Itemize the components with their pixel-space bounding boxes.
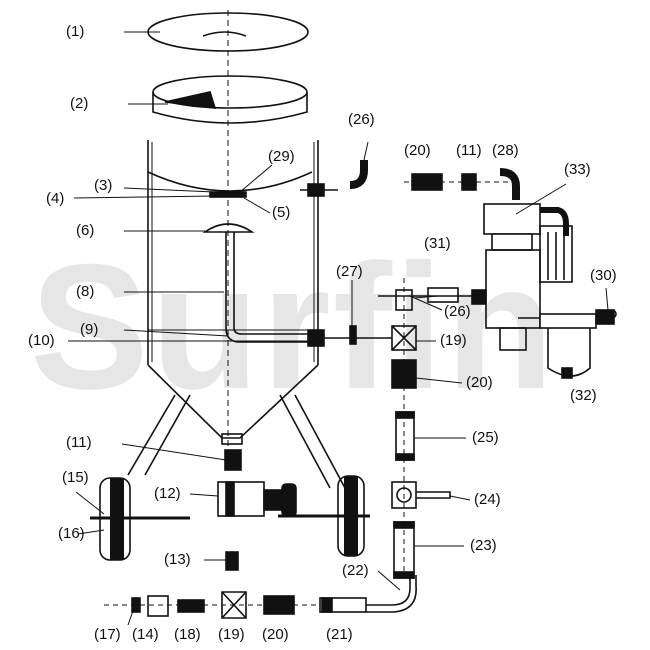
nipple-13 (225, 551, 239, 571)
label-part-26-mid: (26) (444, 303, 471, 320)
label-part-11-top: (11) (456, 142, 482, 159)
hose-assembly (378, 278, 472, 579)
bottom-fittings (104, 575, 417, 619)
label-part-5: (5) (272, 204, 291, 221)
label-part-20-bottom: (20) (262, 626, 289, 643)
label-part-9: (9) (80, 321, 99, 338)
wheel-left (90, 477, 190, 561)
label-part-8: (8) (76, 283, 95, 300)
bulkhead-fitting (307, 329, 325, 347)
label-part-32: (32) (570, 387, 597, 404)
label-part-19-bottom: (19) (218, 626, 245, 643)
label-part-28: (28) (492, 142, 519, 159)
label-part-21: (21) (326, 626, 353, 643)
label-part-11-lower: (11) (66, 434, 92, 451)
leader-lines (68, 31, 609, 626)
label-part-25: (25) (472, 429, 499, 446)
label-part-22: (22) (342, 562, 369, 579)
label-part-6: (6) (76, 222, 95, 239)
label-part-10: (10) (28, 332, 55, 349)
label-part-20-top: (20) (404, 142, 431, 159)
label-part-12: (12) (154, 485, 181, 502)
label-part-2: (2) (70, 95, 89, 112)
label-part-3: (3) (94, 177, 113, 194)
fitting-27 (349, 325, 357, 345)
label-part-30: (30) (590, 267, 617, 284)
label-part-15: (15) (62, 469, 89, 486)
label-part-1: (1) (66, 23, 85, 40)
label-part-31: (31) (424, 235, 451, 252)
metering-valve-part (217, 481, 297, 517)
label-part-23: (23) (470, 537, 497, 554)
label-part-27: (27) (336, 263, 363, 280)
tank-body (147, 140, 319, 445)
label-part-26-top: (26) (348, 111, 375, 128)
label-part-4: (4) (46, 190, 65, 207)
pop-up-valve-part (202, 223, 310, 343)
label-part-16: (16) (58, 525, 85, 542)
fitting-11-lower (224, 449, 242, 471)
label-part-18: (18) (174, 626, 201, 643)
label-part-24: (24) (474, 491, 501, 508)
gasket-ring-part (152, 75, 308, 124)
top-right-fittings (404, 168, 520, 200)
filter-bowl (518, 309, 617, 379)
valve-seat-part (209, 191, 247, 198)
elbow-26-top (349, 160, 368, 189)
label-part-17: (17) (94, 626, 121, 643)
watermark: Surfin (30, 227, 557, 426)
label-part-20-right: (20) (466, 374, 493, 391)
label-part-19-right: (19) (440, 332, 467, 349)
label-part-13: (13) (164, 551, 191, 568)
frame-legs (127, 394, 346, 489)
label-part-29: (29) (268, 148, 295, 165)
label-part-33: (33) (564, 161, 591, 178)
separator-unit (471, 203, 573, 351)
label-part-14: (14) (132, 626, 159, 643)
